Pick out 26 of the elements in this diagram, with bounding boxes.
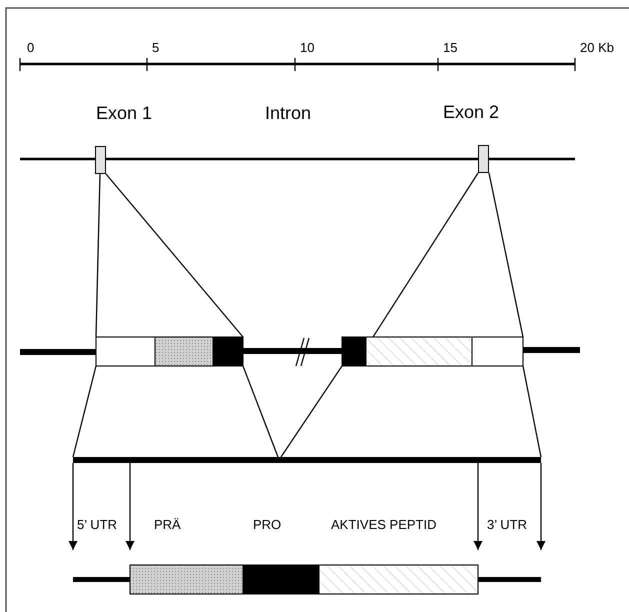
connector-line: [106, 174, 244, 338]
arrow: [126, 463, 134, 550]
segment-label: PRÄ: [154, 518, 181, 531]
connector-line: [242, 366, 279, 458]
scale-label: 0: [27, 41, 34, 54]
region-label: Intron: [265, 104, 312, 122]
intron-line: [243, 348, 342, 354]
arrow: [68, 463, 78, 550]
segment-label: AKTIVES PEPTID: [331, 518, 436, 531]
segment-label: 5’ UTR: [77, 518, 117, 531]
scale-label: 15: [443, 41, 458, 54]
connector-line: [522, 366, 542, 458]
arrow: [474, 463, 482, 550]
scale-label: 10: [300, 41, 314, 54]
connector-line: [280, 366, 342, 458]
exon-label: Exon 1: [96, 104, 152, 122]
exon-label: Exon 2: [443, 103, 500, 121]
arrow: [536, 463, 546, 550]
segment-label: 3’ UTR: [487, 518, 527, 531]
scale-label: 5: [152, 41, 160, 54]
scale-label: 20 Kb: [580, 41, 614, 54]
segment-label: PRO: [253, 518, 282, 531]
connector-line: [72, 366, 97, 458]
connector-line: [372, 172, 478, 338]
connector-line: [95, 174, 101, 338]
connector-line: [488, 172, 524, 338]
